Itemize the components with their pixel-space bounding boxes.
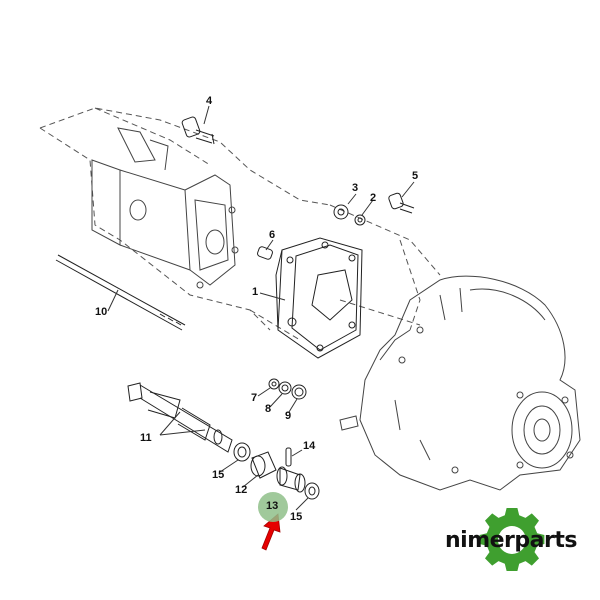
callout-6: 6 bbox=[269, 229, 276, 241]
callout-4: 4 bbox=[206, 95, 213, 107]
callout-2: 2 bbox=[370, 192, 377, 204]
callout-11: 11 bbox=[140, 432, 152, 444]
washer-2 bbox=[354, 214, 366, 226]
callout-13: 13 bbox=[266, 500, 279, 512]
oring-7 bbox=[268, 378, 280, 390]
red-arrow-icon bbox=[261, 513, 281, 551]
callout-1: 1 bbox=[252, 286, 259, 298]
callout-12: 12 bbox=[235, 484, 248, 496]
pin-14 bbox=[285, 447, 292, 467]
oring-9 bbox=[291, 384, 307, 400]
sleeve-13 bbox=[276, 466, 306, 493]
callout-8: 8 bbox=[265, 403, 272, 415]
callout-5: 5 bbox=[412, 170, 419, 182]
gasket-plate-1 bbox=[275, 237, 363, 359]
callout-15-upper: 15 bbox=[212, 469, 225, 481]
callout-14: 14 bbox=[303, 440, 316, 452]
seal-15-upper bbox=[233, 442, 251, 462]
callout-10: 10 bbox=[95, 306, 108, 318]
bushing-12 bbox=[250, 451, 277, 479]
pin-6 bbox=[257, 246, 273, 260]
washer-8 bbox=[278, 381, 292, 395]
gear-icon bbox=[479, 508, 545, 571]
rod-10 bbox=[55, 254, 186, 331]
leader-lines bbox=[107, 105, 415, 511]
callout-7: 7 bbox=[251, 392, 258, 404]
bolt-4 bbox=[181, 116, 215, 145]
transmission-housing bbox=[339, 275, 581, 491]
nut-3 bbox=[333, 204, 349, 220]
callout-15-lower: 15 bbox=[290, 511, 303, 523]
callout-13-highlight bbox=[258, 492, 288, 522]
bolt-5 bbox=[388, 192, 415, 214]
callout-3: 3 bbox=[352, 182, 359, 194]
brand-logo-text: nimerparts bbox=[445, 528, 577, 553]
callout-9: 9 bbox=[285, 410, 292, 422]
rear-housing bbox=[91, 127, 239, 289]
seal-15-lower bbox=[304, 482, 320, 500]
